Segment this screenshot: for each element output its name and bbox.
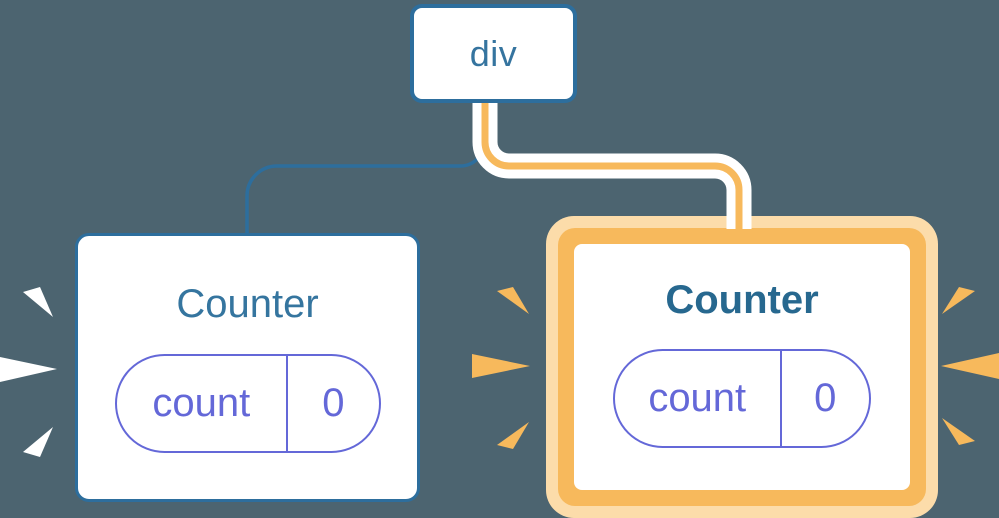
counter-title-left: Counter	[176, 282, 319, 326]
state-value-right: 0	[814, 376, 837, 420]
spark-icon	[23, 287, 53, 317]
state-key-right: count	[615, 351, 782, 446]
tree-node-div-label: div	[469, 32, 518, 74]
state-pill-right: count 0	[613, 349, 871, 448]
spark-icon	[23, 427, 53, 457]
spark-burst-left-white	[0, 287, 57, 457]
spark-icon	[0, 357, 57, 382]
spark-icon	[942, 287, 975, 314]
connector-highlight-line	[481, 96, 743, 242]
counter-card-left: Counter count 0	[75, 233, 420, 502]
state-pill-left: count 0	[114, 354, 381, 453]
connector-line-left	[245, 98, 487, 238]
spark-icon	[497, 422, 529, 449]
counter-card-right-highlight-border: Counter count 0	[558, 228, 926, 506]
spark-burst-right-card-left-side	[472, 287, 530, 449]
spark-icon	[941, 353, 999, 379]
counter-card-right-highlight-outer: Counter count 0	[546, 216, 938, 518]
state-key-left: count	[117, 356, 289, 451]
spark-icon	[472, 354, 530, 378]
spark-burst-right-card-right-side	[941, 287, 999, 445]
tree-node-div: div	[410, 4, 577, 103]
counter-card-right: Counter count 0	[574, 244, 910, 490]
state-value-left: 0	[322, 381, 345, 425]
spark-icon	[942, 418, 975, 445]
spark-icon	[497, 287, 529, 314]
counter-title-right: Counter	[665, 278, 819, 322]
